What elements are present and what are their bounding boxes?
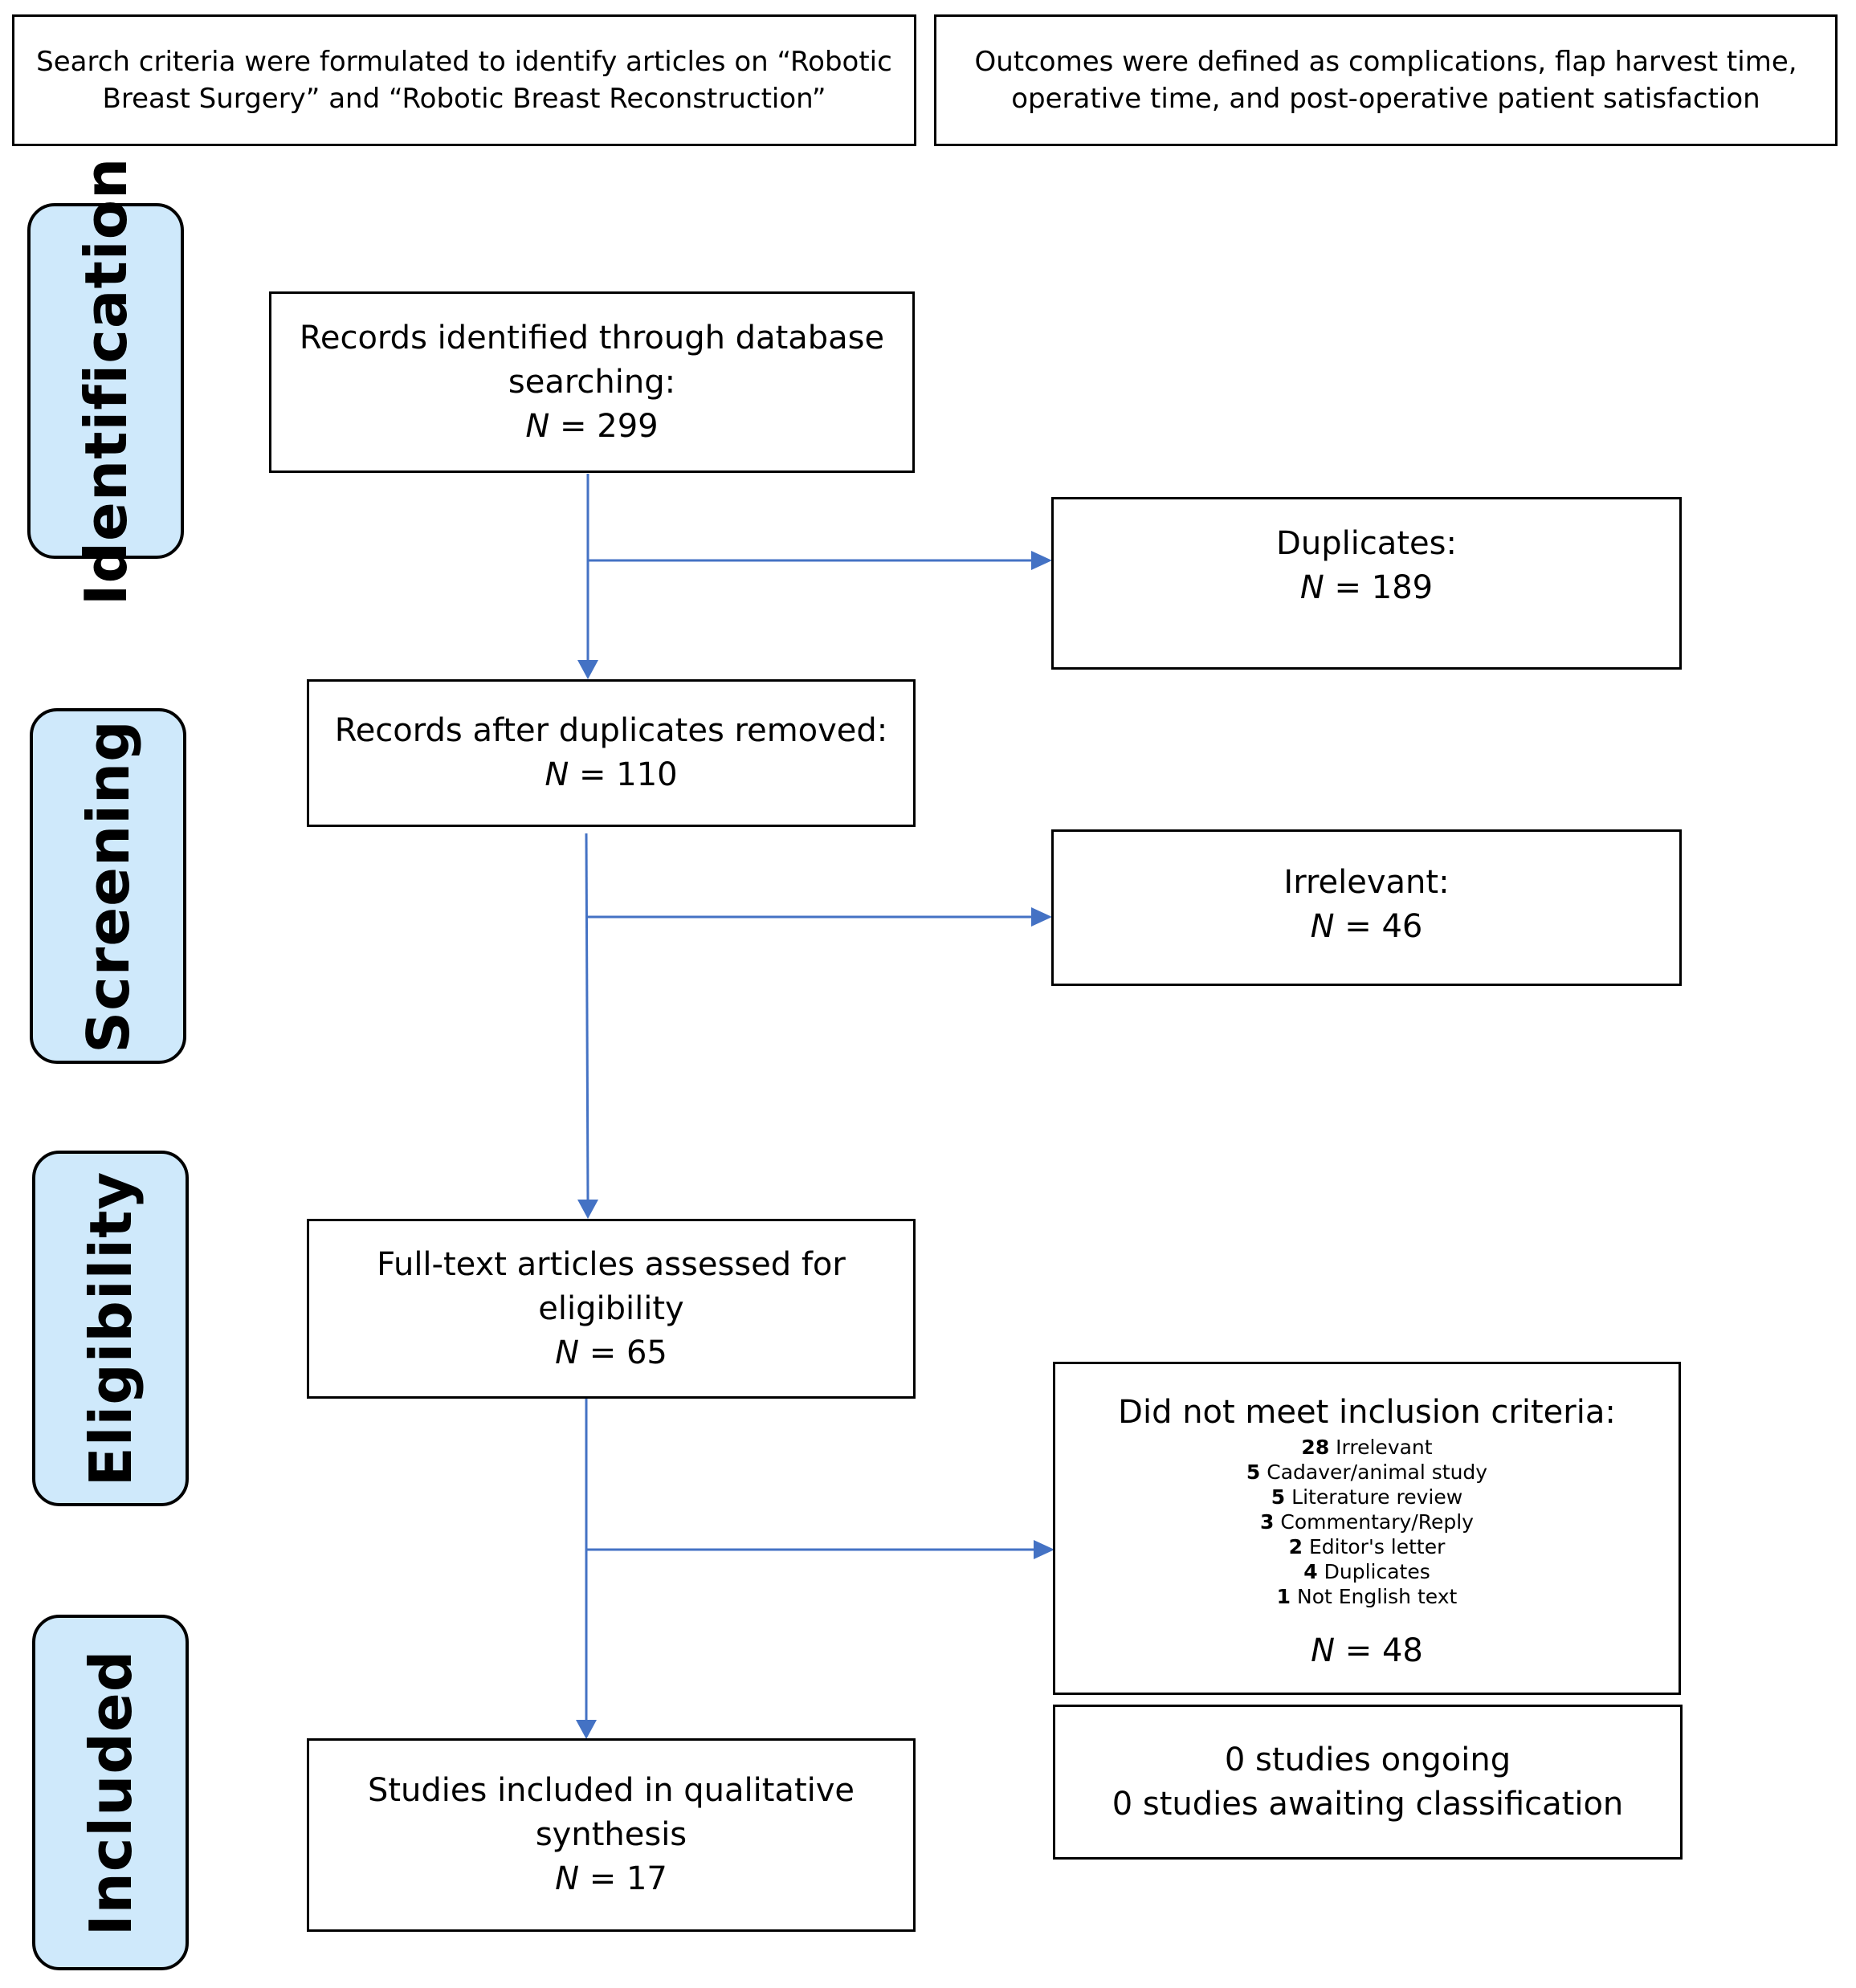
search-criteria-box: Search criteria were formulated to ident… <box>12 14 916 146</box>
records-after-duplicates-box: Records after duplicates removed: N = 11… <box>307 679 916 827</box>
fulltext-assessed-line1: Full-text articles assessed for <box>377 1245 846 1283</box>
exclusion-reason: 2 Editor's letter <box>1288 1535 1446 1558</box>
studies-included-box: Studies included in qualitative synthesi… <box>307 1738 916 1932</box>
studies-ongoing-label: 0 studies ongoing <box>1224 1741 1511 1778</box>
ongoing-studies-box: 0 studies ongoing 0 studies awaiting cla… <box>1053 1705 1683 1860</box>
irrelevant-box: Irrelevant: N = 46 <box>1051 829 1682 986</box>
search-criteria-line2: Breast Surgery” and “Robotic Breast Reco… <box>102 83 826 115</box>
outcomes-line2: operative time, and post-operative patie… <box>1011 83 1760 115</box>
stage-eligibility: Eligibility <box>32 1151 189 1506</box>
records-identified-line1: Records identified through database <box>299 319 885 356</box>
not-meet-criteria-count: N = 48 <box>1311 1632 1423 1669</box>
arrowhead-irrelevant <box>1031 907 1052 927</box>
irrelevant-count: N = 46 <box>1310 908 1423 945</box>
records-identified-line2: searching: <box>508 363 676 401</box>
fulltext-assessed-box: Full-text articles assessed for eligibil… <box>307 1219 916 1399</box>
not-meet-criteria-title: Did not meet inclusion criteria: <box>1118 1394 1616 1431</box>
exclusion-reason: 1 Not English text <box>1276 1585 1458 1608</box>
fulltext-assessed-line2: eligibility <box>538 1289 684 1327</box>
not-meet-criteria-box: Did not meet inclusion criteria: 28 Irre… <box>1053 1362 1681 1695</box>
stage-identification: Identification <box>27 157 184 605</box>
arrowhead-duplicates <box>1031 551 1052 570</box>
exclusion-reason: 5 Cadaver/animal study <box>1246 1460 1488 1484</box>
stage-included: Included <box>32 1615 189 1970</box>
exclusion-reason: 5 Literature review <box>1271 1485 1463 1509</box>
arrowhead-after-dup <box>577 660 598 679</box>
fulltext-assessed-count: N = 65 <box>555 1334 667 1371</box>
stage-screening: Screening <box>30 708 186 1064</box>
outcomes-box: Outcomes were defined as complications, … <box>934 14 1838 146</box>
studies-included-line1: Studies included in qualitative <box>367 1772 855 1809</box>
outcomes-line1: Outcomes were defined as complications, … <box>974 46 1797 78</box>
records-after-duplicates-count: N = 110 <box>545 756 678 793</box>
records-identified-count: N = 299 <box>525 407 659 445</box>
arrowhead-fulltext <box>577 1200 598 1219</box>
studies-awaiting-label: 0 studies awaiting classification <box>1112 1785 1624 1823</box>
search-criteria-line1: Search criteria were formulated to ident… <box>36 46 892 78</box>
arrowhead-not-meet <box>1034 1540 1054 1559</box>
duplicates-label: Duplicates: <box>1276 525 1457 562</box>
duplicates-count: N = 189 <box>1299 569 1434 606</box>
arrowhead-included <box>576 1720 597 1739</box>
studies-included-line2: synthesis <box>535 1816 687 1853</box>
exclusion-reasons-list: 28 Irrelevant 5 Cadaver/animal study 5 L… <box>1246 1435 1487 1609</box>
exclusion-reason: 28 Irrelevant <box>1301 1436 1433 1459</box>
records-after-duplicates-label: Records after duplicates removed: <box>334 712 888 749</box>
irrelevant-label: Irrelevant: <box>1283 864 1450 901</box>
studies-included-count: N = 17 <box>555 1860 667 1897</box>
records-identified-box: Records identified through database sear… <box>269 291 915 473</box>
exclusion-reason: 3 Commentary/Reply <box>1260 1510 1474 1534</box>
exclusion-reason: 4 Duplicates <box>1303 1560 1430 1583</box>
duplicates-box: Duplicates: N = 189 <box>1051 497 1682 670</box>
arrow-after-dup-to-fulltext <box>585 833 589 1200</box>
